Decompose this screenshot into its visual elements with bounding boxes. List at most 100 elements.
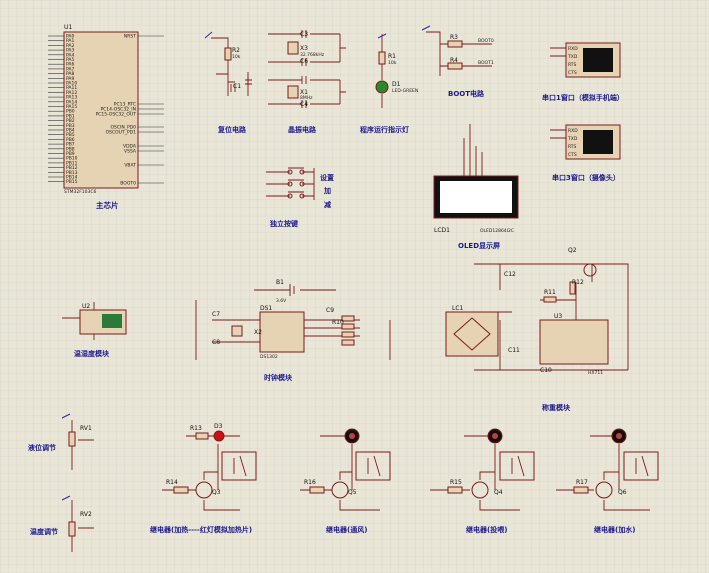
mcu-pin-label: PB13: [66, 170, 78, 176]
mcu-pin-label: OSCIN_PD0: [110, 125, 136, 131]
mcu-pin-label: PB1: [66, 113, 75, 119]
svg-text:BOOT1: BOOT1: [478, 60, 494, 66]
label-key-add: 加: [323, 186, 331, 195]
svg-text:R4: R4: [450, 57, 458, 64]
mcu-u1[interactable]: U1 STM32F103C6 PA0PA1PA2PA3PA4PA5PA6PA7P…: [48, 24, 164, 195]
mcu-pin-label: PA3: [66, 48, 75, 54]
label-key-set: 设置: [320, 173, 334, 182]
label-keys: 独立按键: [269, 219, 298, 228]
svg-text:Q4: Q4: [494, 489, 503, 496]
temp-hum-module[interactable]: U2: [62, 302, 127, 340]
mcu-pin-label: PA0: [66, 34, 75, 40]
mcu-pin-label: PA5: [66, 57, 75, 63]
uart1-terminal[interactable]: RXD TXD RTS CTS: [550, 42, 621, 78]
svg-text:R14: R14: [166, 479, 178, 486]
mcu-pin-label: PA2: [66, 43, 75, 49]
svg-text:C7: C7: [212, 311, 220, 318]
mcu-pin-label: VDDA: [123, 144, 137, 150]
mcu-pin-label: PB9: [66, 151, 75, 157]
mcu-pin-label: PB7: [66, 142, 75, 148]
svg-text:LC1: LC1: [452, 305, 464, 312]
relay-heat[interactable]: R13 D3 R14 Q3: [162, 423, 257, 511]
label-relay-feed: 继电器(投喂): [466, 525, 507, 534]
label-temp-adj: 温度调节: [30, 527, 58, 536]
svg-text:R12: R12: [572, 279, 584, 286]
svg-text:R10: R10: [332, 319, 344, 326]
svg-text:RXD: RXD: [568, 128, 578, 134]
mcu-pin-label: PA11: [66, 85, 77, 91]
svg-text:STM32F103C6: STM32F103C6: [64, 189, 97, 195]
svg-text:32.768kHz: 32.768kHz: [300, 52, 325, 58]
led-indicator-circuit[interactable]: R1 10k D1 LED-GREEN: [375, 33, 418, 108]
relay-feed[interactable]: R15 Q4: [430, 428, 535, 511]
svg-text:Q2: Q2: [568, 247, 577, 254]
svg-text:R11: R11: [544, 289, 556, 296]
svg-text:C8: C8: [212, 339, 220, 346]
svg-text:X3: X3: [300, 45, 308, 52]
svg-text:OLED12864I2C: OLED12864I2C: [480, 228, 514, 234]
svg-text:R3: R3: [450, 34, 458, 41]
svg-text:8MHz: 8MHz: [300, 95, 313, 101]
svg-text:C9: C9: [326, 307, 334, 314]
label-key-sub: 减: [324, 200, 331, 209]
svg-text:R13: R13: [190, 425, 202, 432]
independent-keys[interactable]: [266, 167, 315, 200]
mcu-pin-label: PA14: [66, 99, 77, 105]
label-clock: 时钟模块: [264, 373, 293, 382]
mcu-pin-label: VBAT: [124, 163, 136, 169]
svg-text:C11: C11: [508, 347, 520, 354]
mcu-pin-label: PA13: [66, 95, 77, 101]
mcu-pin-label: PC13_RTC: [114, 102, 136, 108]
relay-vent[interactable]: R16 Q5: [300, 428, 391, 511]
svg-text:R16: R16: [304, 479, 316, 486]
svg-text:RV1: RV1: [80, 425, 92, 432]
mcu-pin-label: PA7: [66, 66, 75, 72]
clock-module[interactable]: DS1 DS1302 B1 3.6V C7 C8 X2 C9 R10: [195, 279, 391, 360]
label-crystal: 晶振电路: [288, 125, 317, 134]
label-relay-heat: 继电器(加热----红灯模拟加热片): [150, 525, 252, 534]
mcu-right-pins: NRSTPC13_RTCPC14-OSC32_INPC15-OSC32_OUTO…: [96, 34, 164, 187]
svg-text:RV2: RV2: [80, 511, 92, 518]
mcu-pin-label: PB5: [66, 132, 75, 138]
svg-text:Q3: Q3: [212, 489, 221, 496]
svg-text:R17: R17: [576, 479, 588, 486]
temp-pot-rv2[interactable]: RV2: [61, 495, 94, 552]
svg-text:3.6V: 3.6V: [276, 298, 287, 304]
reset-circuit[interactable]: R2 10k C1: [204, 31, 252, 96]
mcu-pin-label: PB10: [66, 156, 78, 162]
svg-text:U3: U3: [554, 313, 562, 320]
svg-text:10k: 10k: [388, 60, 397, 66]
svg-text:10k: 10k: [232, 54, 241, 60]
mcu-pin-label: PC14-OSC32_IN: [100, 107, 136, 113]
crystal-circuit[interactable]: C3 C6 X3 32.768kHz C4 X1 8MHz: [268, 30, 346, 108]
svg-text:DS1: DS1: [260, 305, 272, 312]
svg-text:RXD: RXD: [568, 46, 578, 52]
led-green-icon: [375, 80, 389, 94]
mcu-pin-label: PA6: [66, 62, 75, 68]
mcu-pin-label: BOOT0: [120, 181, 136, 187]
label-boot: BOOT电路: [448, 89, 485, 98]
mcu-pin-label: VSSA: [124, 149, 137, 155]
svg-text:D3: D3: [214, 423, 223, 430]
mcu-pin-label: PA12: [66, 90, 77, 96]
level-pot-rv1[interactable]: RV1: [61, 413, 94, 470]
relay-water[interactable]: R17 Q6: [556, 428, 659, 511]
svg-text:C6: C6: [300, 58, 308, 65]
oled-display[interactable]: LCD1 OLED12864I2C: [433, 124, 519, 234]
svg-text:TXD: TXD: [567, 136, 578, 142]
label-oled: OLED显示屏: [458, 241, 500, 250]
mcu-pin-label: PA10: [66, 81, 77, 87]
mcu-pin-label: PB4: [66, 128, 75, 134]
mcu-left-pins: PA0PA1PA2PA3PA4PA5PA6PA7PA8PA9PA10PA11PA…: [48, 34, 78, 185]
label-level-adj: 液位调节: [28, 443, 56, 452]
label-uart1: 串口1窗口（模拟手机端）: [542, 93, 624, 102]
mcu-pin-label: PB3: [66, 123, 75, 129]
uart3-terminal[interactable]: RXD TXD RTS CTS: [550, 124, 621, 160]
svg-text:R15: R15: [450, 479, 462, 486]
boot-circuit[interactable]: R3 R4 BOOT0 BOOT1: [421, 25, 494, 76]
led-red-icon: [213, 430, 225, 442]
svg-text:Q5: Q5: [348, 489, 357, 496]
svg-text:C3: C3: [300, 31, 308, 38]
weigh-module[interactable]: LC1 U3 HX711 Q2 R12 R11 C12 C11 C10: [445, 247, 629, 376]
